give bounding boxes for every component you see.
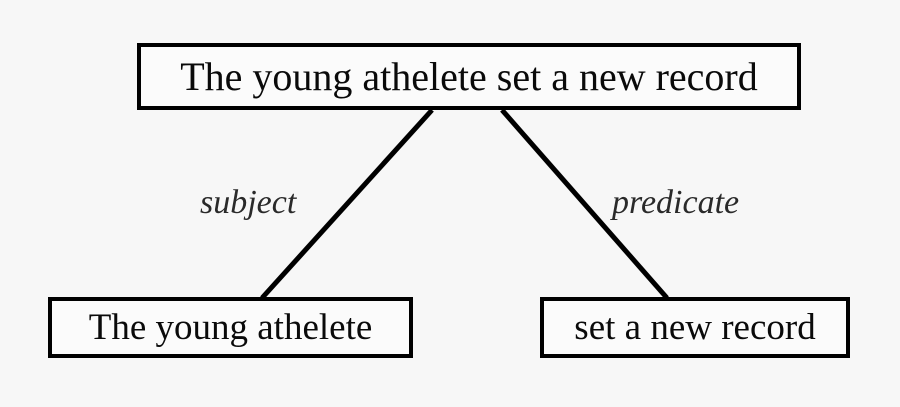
node-sentence: The young athelete set a new record <box>137 43 801 110</box>
edge-label-subject: subject <box>200 184 297 221</box>
node-predicate-phrase-label: set a new record <box>574 307 816 348</box>
edge-label-predicate: predicate <box>612 184 740 221</box>
node-sentence-label: The young athelete set a new record <box>180 53 758 99</box>
node-predicate-phrase: set a new record <box>540 297 850 358</box>
node-subject-phrase-label: The young athelete <box>88 307 373 348</box>
edge-line-subject <box>260 108 434 300</box>
edge-line-predicate <box>500 108 669 300</box>
node-subject-phrase: The young athelete <box>48 297 413 358</box>
